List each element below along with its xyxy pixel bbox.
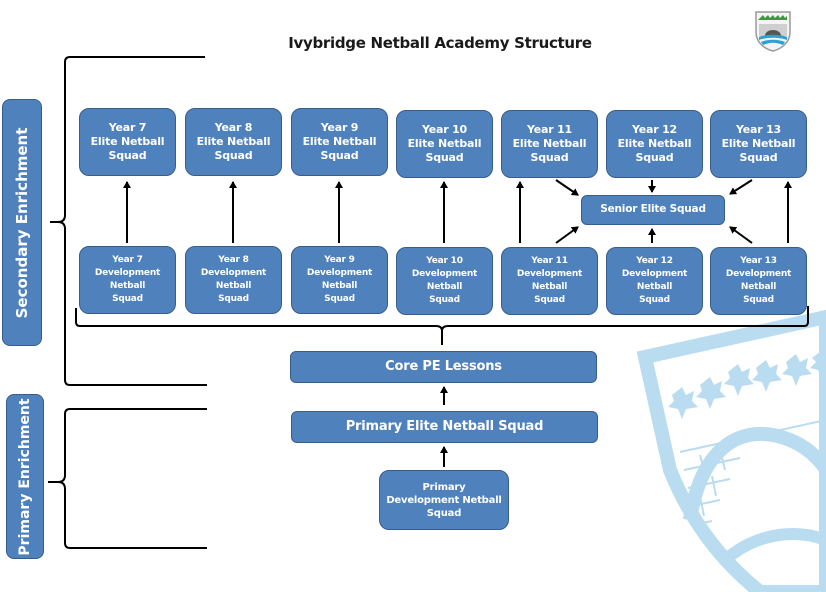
primary-enrichment-label: Primary Enrichment bbox=[6, 394, 44, 559]
secondary-enrichment-label: Secondary Enrichment bbox=[2, 99, 42, 346]
squads-bracket bbox=[75, 306, 809, 345]
arrow-y11dev-senior bbox=[555, 226, 579, 244]
secondary-bracket bbox=[50, 56, 207, 386]
primary-development-netball-squad: Primary Development Netball Squad bbox=[379, 470, 509, 530]
senior-elite-squad: Senior Elite Squad bbox=[581, 195, 725, 225]
school-crest-icon bbox=[755, 11, 791, 52]
page-title: Ivybridge Netball Academy Structure bbox=[288, 34, 592, 52]
arrow-y13dev-senior bbox=[729, 226, 753, 244]
primary-bracket bbox=[48, 408, 207, 549]
primary-elite-netball-squad: Primary Elite Netball Squad bbox=[291, 411, 598, 443]
core-pe-lessons: Core PE Lessons bbox=[290, 351, 597, 383]
arrow-y13elite-senior bbox=[729, 179, 753, 195]
arrow-y11elite-senior bbox=[555, 179, 579, 196]
